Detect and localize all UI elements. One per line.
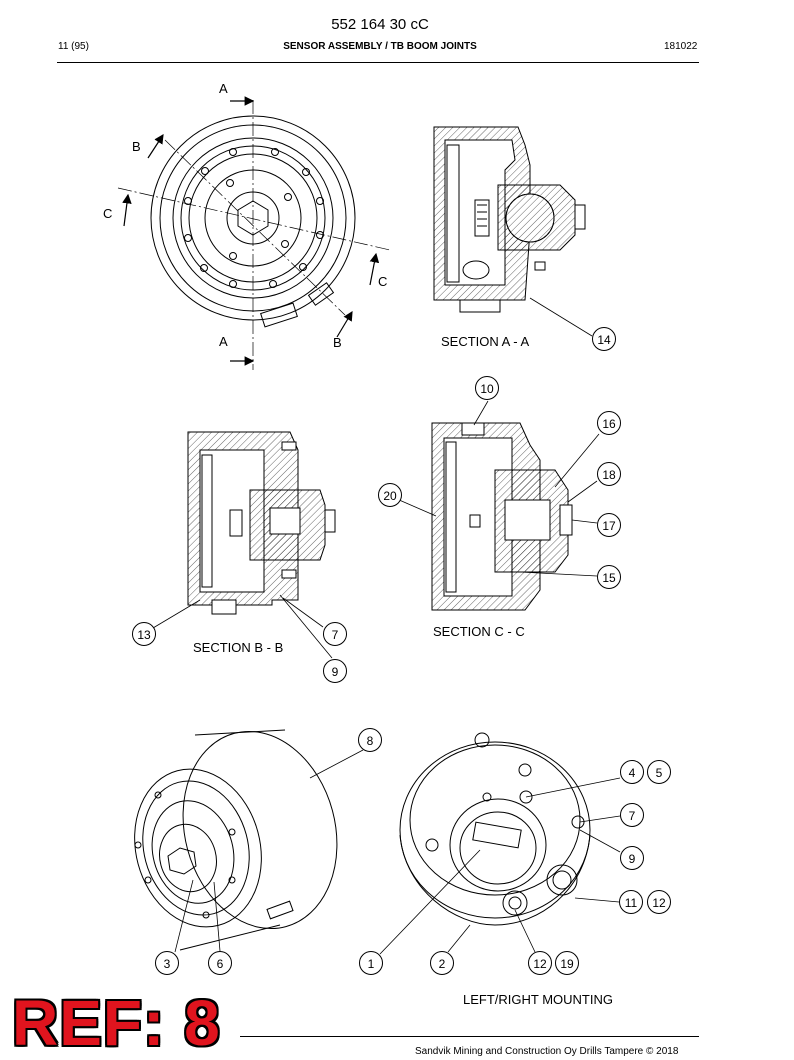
callout-9-mount: 9 bbox=[620, 846, 644, 870]
callout-15: 15 bbox=[597, 565, 621, 589]
cut-label-c-left: C bbox=[103, 206, 113, 221]
callout-1: 1 bbox=[359, 951, 383, 975]
ref-stamp: REF: 8 bbox=[12, 987, 221, 1059]
callout-13: 13 bbox=[132, 622, 156, 646]
page-indicator: 11 (95) bbox=[58, 41, 89, 52]
header-rule bbox=[57, 62, 699, 63]
callout-7-mount: 7 bbox=[620, 803, 644, 827]
callout-16: 16 bbox=[597, 411, 621, 435]
callout-12-top: 12 bbox=[647, 890, 671, 914]
callout-19: 19 bbox=[555, 951, 579, 975]
callout-2: 2 bbox=[430, 951, 454, 975]
callout-20: 20 bbox=[378, 483, 402, 507]
mounting-caption: LEFT/RIGHT MOUNTING bbox=[463, 992, 613, 1007]
footer-rule bbox=[240, 1036, 699, 1037]
cut-label-c-right: C bbox=[378, 274, 388, 289]
callout-7-section: 7 bbox=[323, 622, 347, 646]
section-aa-drawing bbox=[433, 126, 586, 313]
callout-10: 10 bbox=[475, 376, 499, 400]
callout-4: 4 bbox=[620, 760, 644, 784]
callout-8: 8 bbox=[358, 728, 382, 752]
callout-14: 14 bbox=[592, 327, 616, 351]
callout-9-section: 9 bbox=[323, 659, 347, 683]
section-bb-drawing bbox=[187, 431, 336, 615]
callout-12-bottom: 12 bbox=[528, 951, 552, 975]
callout-11: 11 bbox=[619, 890, 643, 914]
cut-label-a-top: A bbox=[219, 81, 228, 96]
cut-label-b-bottom: B bbox=[333, 335, 342, 350]
footer-copyright: Sandvik Mining and Construction Oy Drill… bbox=[415, 1046, 679, 1057]
cut-label-b-top: B bbox=[132, 139, 141, 154]
callout-leaders bbox=[152, 297, 621, 955]
section-aa-caption: SECTION A - A bbox=[441, 334, 530, 349]
callout-18: 18 bbox=[597, 462, 621, 486]
revision-code: 181022 bbox=[664, 41, 698, 52]
callout-6: 6 bbox=[208, 951, 232, 975]
isometric-sensor-right bbox=[399, 732, 591, 926]
callout-5: 5 bbox=[647, 760, 671, 784]
section-cc-caption: SECTION C - C bbox=[433, 624, 525, 639]
page-title: SENSOR ASSEMBLY / TB BOOM JOINTS bbox=[283, 41, 477, 52]
isometric-sensor-left bbox=[134, 729, 338, 951]
callout-17: 17 bbox=[597, 513, 621, 537]
top-view bbox=[117, 96, 391, 370]
section-bb-caption: SECTION B - B bbox=[193, 640, 284, 655]
callout-3: 3 bbox=[155, 951, 179, 975]
document-number: 552 164 30 cC bbox=[331, 16, 429, 33]
cut-label-a-bottom: A bbox=[219, 334, 228, 349]
section-cc-drawing bbox=[431, 422, 573, 611]
